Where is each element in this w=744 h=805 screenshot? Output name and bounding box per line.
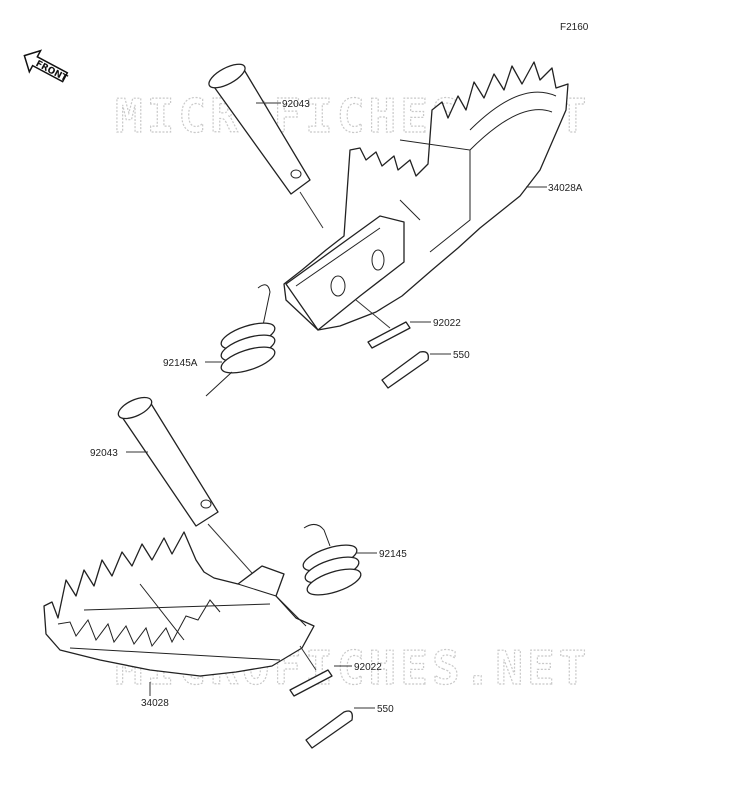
upper-washer-label: 92022 (433, 318, 461, 329)
lower-cotter-label: 550 (377, 704, 394, 715)
lower-cotter-pin (305, 710, 353, 749)
lower-footpeg-label: 34028 (141, 698, 169, 709)
upper-pin-label: 92043 (282, 99, 310, 110)
lower-washer-label: 92022 (354, 662, 382, 673)
upper-footpeg (283, 61, 569, 331)
upper-clevis-pin (208, 63, 324, 229)
upper-spring (205, 284, 276, 397)
upper-footpeg-label: 34028A (548, 183, 583, 194)
lower-washer (289, 645, 333, 697)
front-label: FRONT (34, 59, 70, 84)
figure-code: F2160 (560, 22, 589, 33)
lower-pin-label: 92043 (90, 448, 118, 459)
lower-footpeg (43, 531, 315, 677)
lower-spring-label: 92145 (379, 549, 407, 560)
upper-cotter-label: 550 (453, 350, 470, 361)
upper-washer (355, 299, 411, 349)
lower-spring (302, 524, 362, 596)
front-arrow-icon: FRONT (23, 49, 70, 84)
upper-spring-label: 92145A (163, 358, 198, 369)
upper-cotter-pin (381, 351, 429, 389)
